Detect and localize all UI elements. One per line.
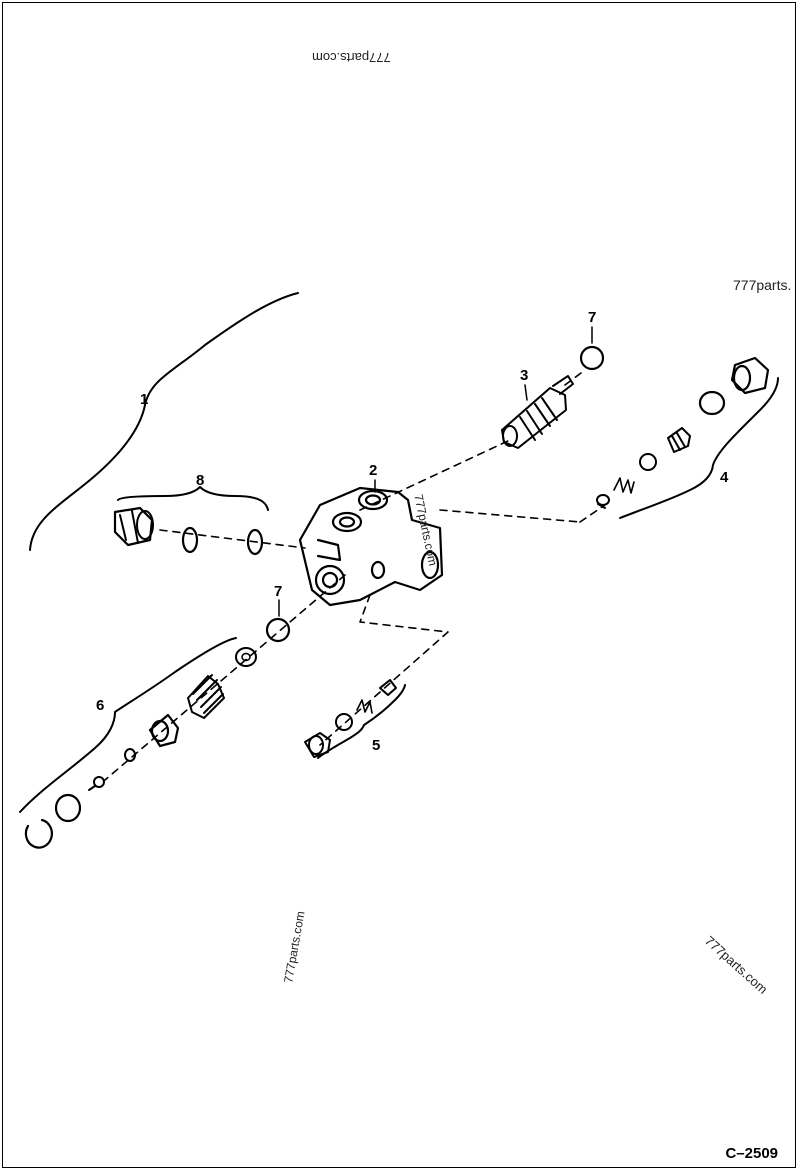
- part-6-bushing: [148, 713, 180, 748]
- part-6-nut: [124, 748, 136, 762]
- part-6-screw: [88, 776, 105, 791]
- axis-line-8: [159, 529, 306, 549]
- bracket-6: [19, 637, 237, 813]
- axis-line-4: [439, 509, 581, 523]
- watermark-right: 777parts.: [733, 277, 792, 293]
- part-4-seat: [596, 494, 610, 509]
- part-4-cap: [730, 356, 770, 395]
- part-4-washer: [698, 390, 726, 416]
- bracket-1: [29, 292, 299, 551]
- part-5-oring: [335, 713, 353, 731]
- part-5-poppet: [379, 679, 397, 696]
- callout-3: 3: [520, 367, 528, 384]
- bracket-4: [619, 377, 779, 519]
- part-6-washer: [235, 647, 257, 667]
- part-3-spool: [501, 375, 574, 449]
- part-8-oring-a: [181, 526, 199, 554]
- callout-6: 6: [96, 697, 104, 714]
- part-6-cap: [54, 793, 82, 823]
- part-6-spring: [187, 674, 225, 719]
- bracket-8: [117, 486, 269, 511]
- callout-4: 4: [720, 469, 729, 486]
- axis-line-4b: [579, 504, 606, 523]
- callout-5: 5: [372, 737, 380, 754]
- part-5-spring: [356, 699, 373, 714]
- part-8-oring-b: [246, 528, 264, 556]
- axis-line-6: [104, 574, 346, 781]
- figure-id: C–2509: [725, 1145, 778, 1162]
- callout-7-bottom: 7: [274, 583, 282, 600]
- axis-line-7-top: [564, 369, 586, 386]
- axis-line-5: [319, 594, 449, 746]
- callout-1: 1: [140, 391, 148, 408]
- bracket-5: [317, 684, 406, 759]
- part-2-valve-body: [298, 486, 444, 607]
- part-4-poppet: [667, 427, 691, 453]
- part-6-retaining-ring: [24, 818, 54, 849]
- leader-3: [524, 384, 528, 401]
- part-7-oring-top: [579, 345, 605, 371]
- part-4-spring: [613, 477, 635, 494]
- callout-2: 2: [369, 462, 377, 479]
- axis-line-3: [359, 439, 511, 511]
- part-4-oring: [639, 453, 657, 471]
- callout-7-top: 7: [588, 309, 596, 326]
- part-8-plug: [113, 506, 154, 547]
- part-7-oring-bottom: [265, 617, 291, 643]
- watermark-top: 777parts.com: [312, 50, 391, 65]
- part-5-plug: [304, 732, 331, 758]
- callout-8: 8: [196, 472, 204, 489]
